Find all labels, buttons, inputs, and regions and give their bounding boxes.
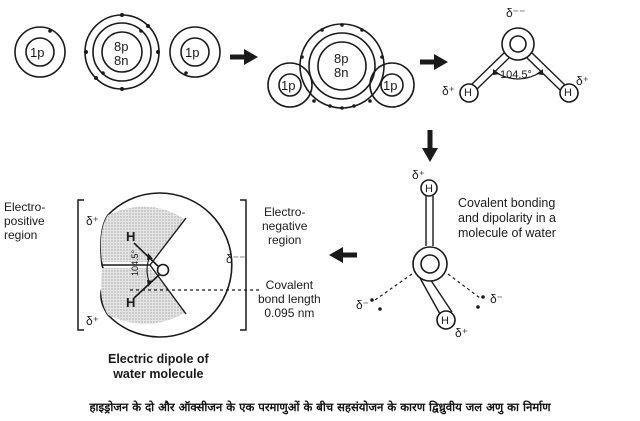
hydrogen-atom-right <box>169 26 221 78</box>
bracket-left <box>77 199 84 331</box>
lone-pair-left <box>374 273 413 301</box>
step4-delta-bottom: δ⁺ <box>455 326 469 340</box>
arrow-left <box>329 247 357 263</box>
step3-h-right: H <box>564 87 572 99</box>
step3-hydrogen-right <box>559 83 579 103</box>
hydrogen-nucleus-left <box>25 37 55 67</box>
bond-h-bottom <box>133 273 161 299</box>
arrow-right-1 <box>230 49 258 65</box>
dipole-delta-oxygen: δ⁻⁻ <box>226 252 246 266</box>
step1-oxygen-neutrons: 8n <box>114 53 129 68</box>
step4-oxygen-outer <box>412 246 448 282</box>
electropositive-region-label: Electro- positive region <box>4 200 46 242</box>
step4-delta-top: δ⁺ <box>412 168 426 182</box>
oxygen-nucleus <box>101 31 143 73</box>
dipole-title: Electric dipole of water molecule <box>108 352 209 381</box>
electronegative-region-label: Electro- negative region <box>262 205 308 247</box>
combined-o-inner-shell <box>308 32 376 100</box>
combined-h-left-nucleus <box>278 73 302 97</box>
combined-o-nucleus <box>317 41 367 91</box>
step1-oxygen-protons: 8p <box>114 39 129 54</box>
step3-bond-angle: 104.5° <box>500 69 532 81</box>
dipole-oxygen <box>156 263 170 277</box>
step1-h-left-label: 1p <box>30 45 45 60</box>
combined-h-left-atom <box>267 62 313 108</box>
arrow-right-2 <box>420 54 448 70</box>
step3-hydrogen-left <box>459 83 479 103</box>
dipole-delta-top: δ⁺ <box>86 214 100 228</box>
step2-h-left-label: 1p <box>281 78 296 93</box>
dipole-positive-region-top <box>100 206 186 262</box>
step2-oxygen-neutrons: 8n <box>334 65 349 80</box>
combined-h-right-nucleus <box>380 73 404 97</box>
step3-oxygen-inner <box>509 35 527 53</box>
step3-delta-oxygen: δ⁻⁻ <box>506 6 526 20</box>
bond-length-label: Covalent bond length 0.095 nm <box>258 278 321 320</box>
combined-electrons <box>300 23 384 110</box>
hydrogen-nucleus-right <box>180 37 210 67</box>
dipole-delta-bottom: δ⁺ <box>86 314 100 328</box>
hydrogen-electrons <box>48 29 188 75</box>
step4-description: Covalent bonding and dipolarity in a mol… <box>458 196 556 240</box>
step4-h-top: H <box>425 183 433 195</box>
step2-combined-atoms <box>267 23 415 109</box>
step3-molecule <box>459 27 579 103</box>
dipole-h-bottom: H <box>126 295 136 310</box>
bond-h-top <box>133 242 161 269</box>
step3-oxygen-outer <box>501 27 535 61</box>
step1-h-right-label: 1p <box>185 45 200 60</box>
step3-h-left: H <box>464 87 472 99</box>
hydrogen-atom-left <box>14 26 66 78</box>
step4-hydrogen-bottom <box>436 310 456 330</box>
step4-delta-right: δ⁻ <box>490 292 504 306</box>
step4-oxygen-inner <box>420 254 440 274</box>
step4-molecule <box>374 179 481 330</box>
dipole-diagram <box>77 192 262 338</box>
step2-oxygen-protons: 8p <box>334 51 349 66</box>
dipole-h-top: H <box>126 229 136 244</box>
bracket-right <box>240 199 247 331</box>
step4-lone-pair-dots <box>370 295 485 311</box>
step3-delta-right: δ⁺ <box>576 74 590 88</box>
oxygen-inner-shell <box>92 22 152 82</box>
step4-hydrogen-top <box>420 179 438 197</box>
arrow-down <box>422 130 438 162</box>
figure-caption: हाइड्रोजन के दो और ऑक्सीजन के एक परमाणुओ… <box>89 400 551 414</box>
combined-h-right-atom <box>369 62 415 108</box>
step4-delta-left: δ⁻ <box>356 298 370 312</box>
oxygen-electrons <box>84 13 160 91</box>
dipole-positive-region-bottom <box>100 268 186 324</box>
step4-h-bottom: H <box>441 315 449 327</box>
step2-h-right-label: 1p <box>383 78 398 93</box>
step3-delta-left: δ⁺ <box>442 84 456 98</box>
dipole-bond-angle: 104.5° <box>130 249 140 276</box>
lone-pair-right <box>447 273 481 299</box>
